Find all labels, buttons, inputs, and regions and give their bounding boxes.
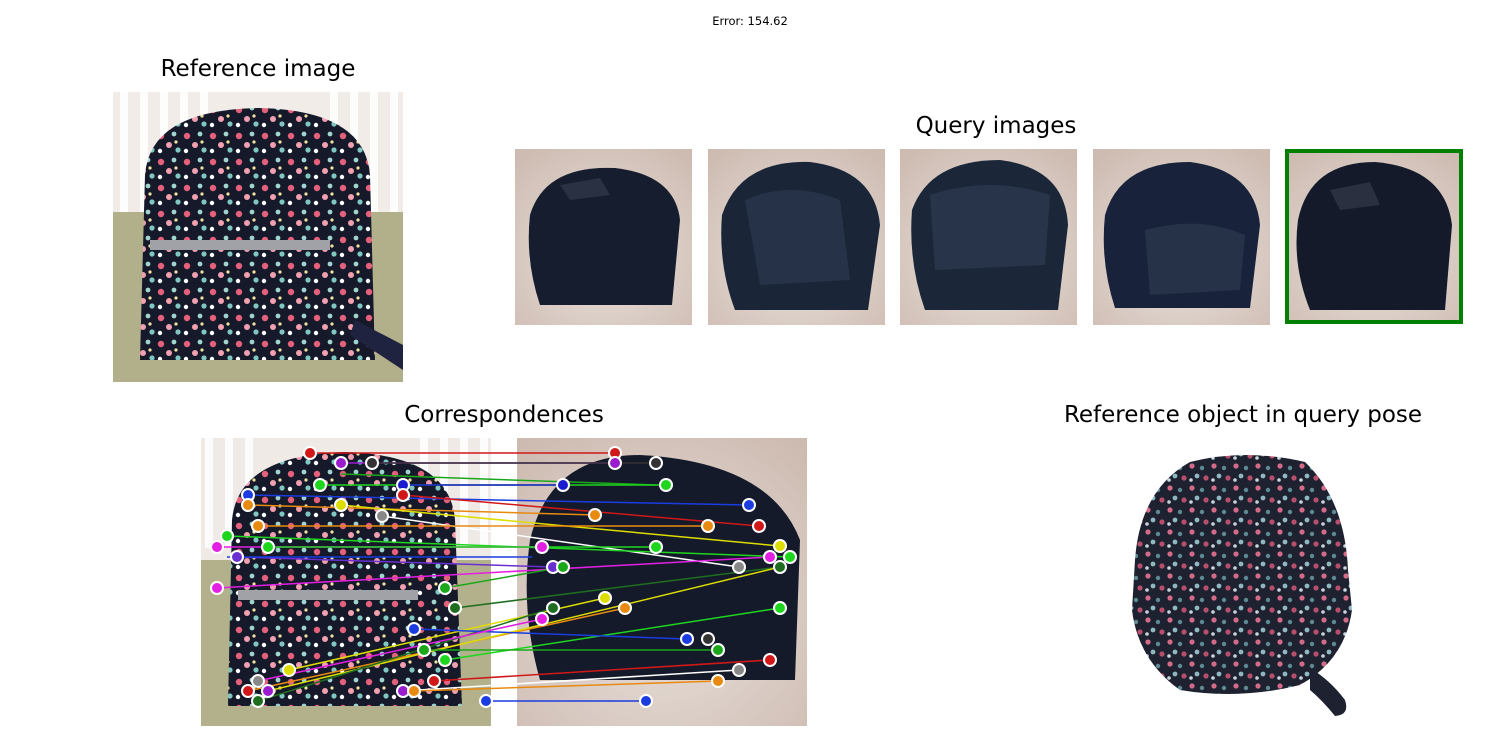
- reference-title: Reference image: [160, 56, 356, 82]
- query-image-4: [1093, 149, 1270, 325]
- query-image-3: [900, 149, 1077, 325]
- reference-image: [113, 92, 403, 382]
- correspondence-lines: [216, 452, 791, 702]
- pose-render: [1132, 455, 1352, 716]
- correspondence-keypoints: [210, 446, 797, 708]
- selected-highlight-frame: [1285, 149, 1463, 324]
- query-image-5-selected: [1285, 149, 1463, 324]
- error-text: Error: 154.62: [712, 14, 788, 28]
- correspondences-title: Correspondences: [404, 402, 604, 428]
- query-title: Query images: [915, 113, 1077, 139]
- query-image-1: [515, 149, 692, 325]
- query-image-2: [708, 149, 885, 325]
- pose-title: Reference object in query pose: [1063, 402, 1423, 428]
